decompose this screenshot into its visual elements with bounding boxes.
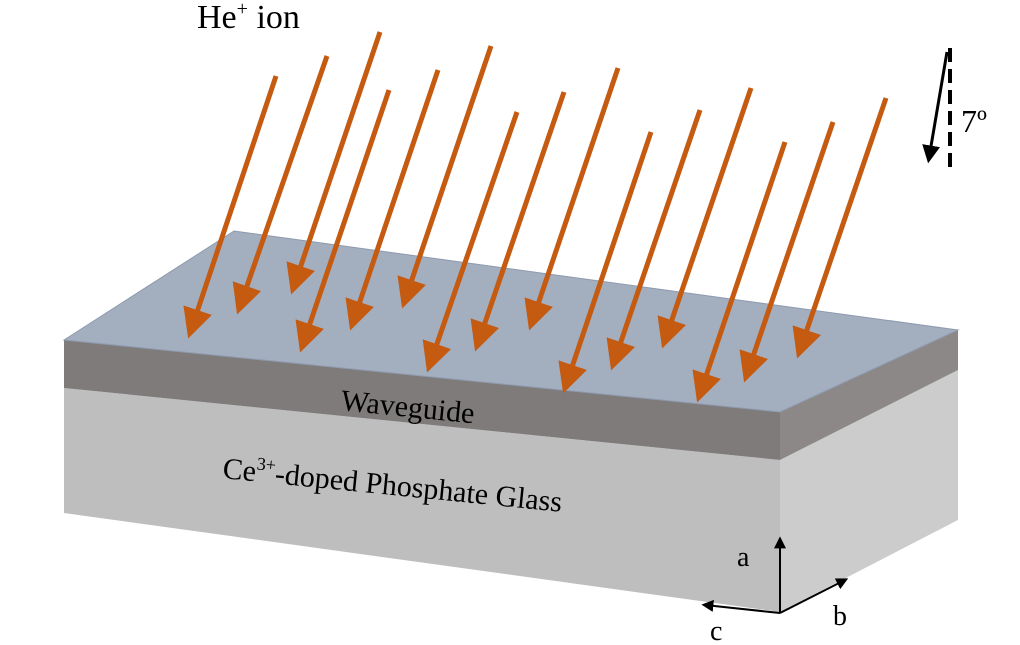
ion-arrow — [739, 121, 836, 383]
axis-c-label: c — [710, 616, 722, 645]
ion-arrow — [558, 131, 654, 394]
substrate-front-face — [64, 388, 780, 612]
tilt-arrow — [922, 51, 949, 164]
ion-label: He+ ion — [197, 0, 300, 36]
ion-arrow — [397, 45, 494, 309]
waveguide-layer-front — [64, 340, 780, 460]
tilt-angle-icon — [922, 48, 952, 170]
ion-arrow — [232, 55, 330, 315]
ion-arrow — [183, 75, 279, 339]
axis-a-label: a — [737, 542, 750, 573]
ion-arrow — [295, 89, 392, 353]
ion-arrow — [422, 111, 520, 373]
angle-label: 7º — [961, 103, 987, 139]
axis-b-label: b — [833, 601, 847, 632]
axes-indicator — [701, 536, 849, 614]
waveguide-layer-side — [780, 330, 958, 460]
ion-beam — [183, 31, 889, 403]
ion-arrow — [606, 109, 703, 371]
ion-arrow — [792, 97, 889, 359]
axis-b-arrow — [779, 578, 849, 614]
axis-c-arrow — [701, 599, 781, 614]
ion-arrow — [657, 87, 754, 349]
ion-arrow — [286, 31, 383, 295]
substrate-side-face — [780, 370, 958, 612]
ion-arrow — [345, 69, 441, 331]
glass-slab — [62, 230, 960, 612]
ion-arrow — [692, 141, 788, 403]
ion-arrow — [524, 67, 621, 331]
ion-arrow — [470, 91, 567, 352]
